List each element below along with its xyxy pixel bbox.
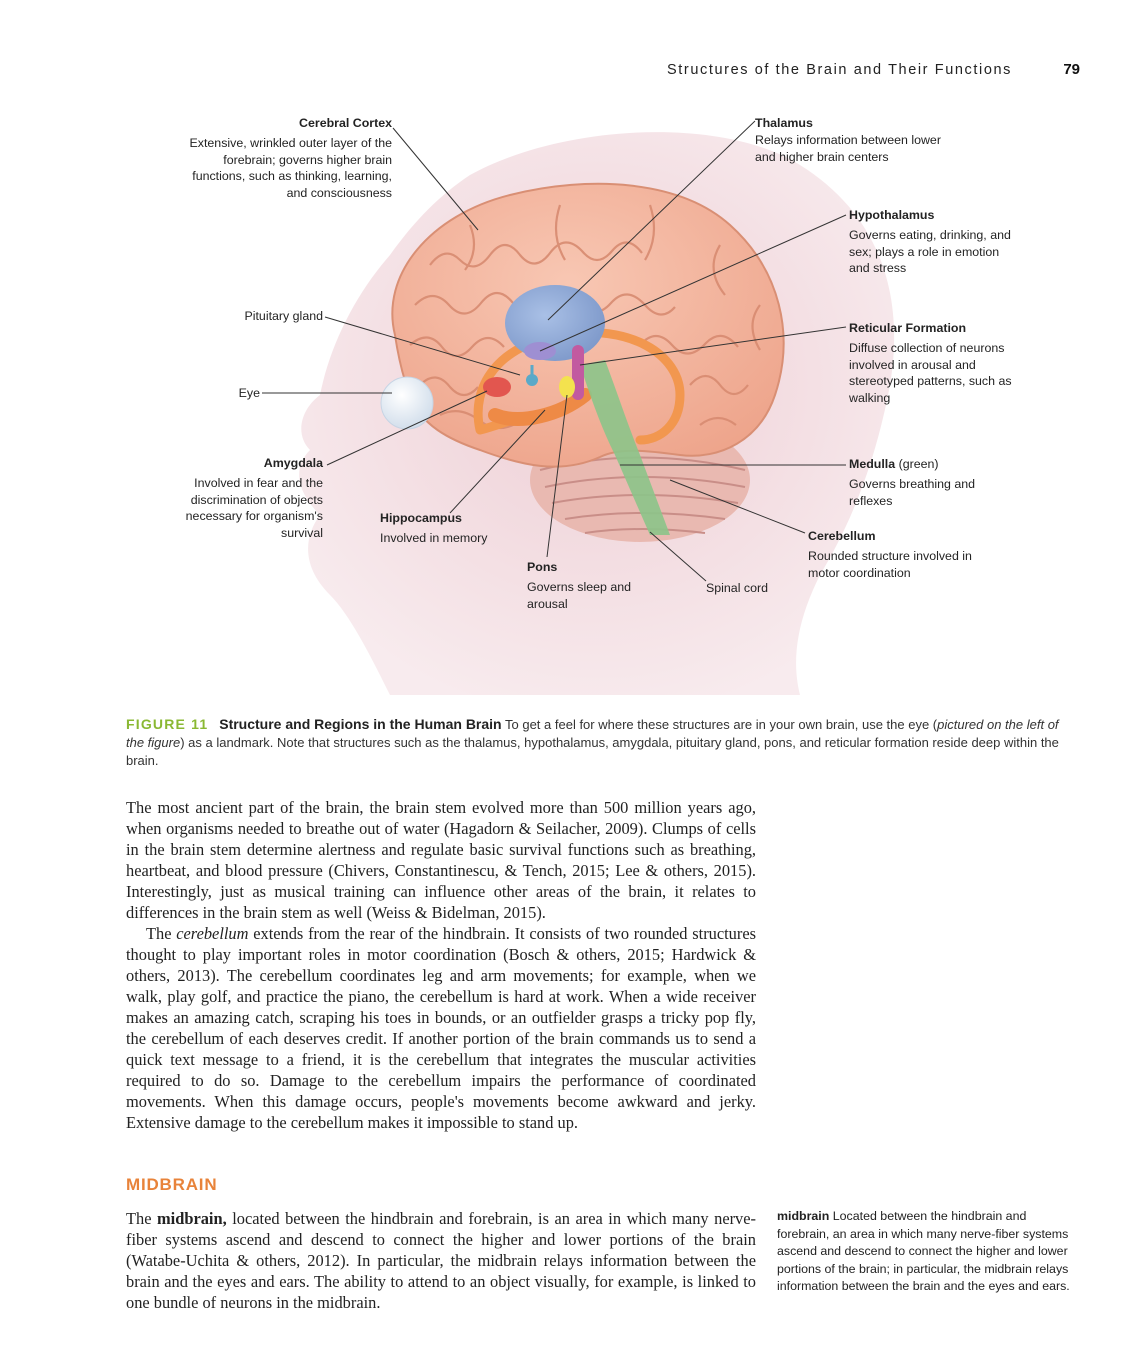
running-head: Structures of the Brain and Their Functi…: [667, 62, 1012, 78]
pons-shape: [559, 376, 575, 398]
label-description: Relays information between lower and hig…: [755, 132, 941, 164]
label-spinal-cord: Spinal cord: [706, 580, 796, 597]
label-pituitary-gland: Pituitary gland: [200, 308, 323, 325]
label-title: Hippocampus: [380, 511, 462, 525]
paragraph-cerebellum: The cerebellum extends from the rear of …: [126, 923, 756, 1133]
glossary-definition: Located between the hindbrain and forebr…: [777, 1209, 1070, 1293]
reticular-formation-shape: [572, 345, 584, 400]
paragraph-start: The: [146, 924, 177, 943]
label-eye: Eye: [200, 385, 260, 402]
label-amygdala: Amygdala Involved in fear and the discri…: [166, 455, 323, 542]
label-description: Diffuse collection of neurons involved i…: [849, 340, 1012, 406]
label-title: Thalamus: [755, 116, 813, 130]
paragraph-brain-stem: The most ancient part of the brain, the …: [126, 798, 756, 922]
label-description: Involved in fear and the discrimination …: [185, 475, 323, 541]
label-title: Reticular Formation: [849, 321, 967, 335]
label-title: Spinal cord: [706, 581, 768, 595]
label-description: Rounded structure involved in motor coor…: [808, 548, 972, 580]
figure-number: FIGURE 11: [126, 716, 209, 732]
body-text-block: The most ancient part of the brain, the …: [126, 797, 756, 1133]
figure-caption: FIGURE 11 Structure and Regions in the H…: [126, 715, 1066, 770]
key-term-cerebellum: cerebellum: [176, 924, 249, 943]
eye-shape: [380, 376, 434, 430]
label-description: Extensive, wrinkled outer layer of the f…: [189, 135, 392, 201]
label-title: Pituitary gland: [244, 309, 323, 323]
label-cerebral-cortex: Cerebral Cortex Extensive, wrinkled oute…: [180, 115, 392, 202]
brain-figure-illustration: [262, 120, 895, 696]
paragraph-midbrain: The midbrain, located between the hindbr…: [126, 1208, 756, 1313]
label-title-text: Medulla: [849, 457, 896, 471]
paragraph-start: The: [126, 1209, 158, 1228]
label-title-note: (green): [898, 457, 939, 471]
label-thalamus: Thalamus Relays information between lowe…: [755, 115, 955, 165]
label-title: Eye: [238, 386, 260, 400]
body-text-midbrain: The midbrain, located between the hindbr…: [126, 1208, 756, 1313]
label-hippocampus: Hippocampus Involved in memory: [380, 510, 520, 547]
label-title: Hypothalamus: [849, 208, 935, 222]
label-pons: Pons Governs sleep and arousal: [527, 559, 657, 612]
label-description: Involved in memory: [380, 530, 488, 545]
glossary-term: midbrain: [777, 1209, 830, 1223]
label-description: Governs sleep and arousal: [527, 579, 632, 611]
label-description: Governs breathing and reflexes: [849, 476, 976, 508]
label-title: Pons: [527, 560, 558, 574]
paragraph-rest: extends from the rear of the hindbrain. …: [126, 924, 756, 1132]
key-term-midbrain: midbrain,: [157, 1209, 227, 1228]
margin-glossary: midbrain Located between the hindbrain a…: [777, 1208, 1077, 1296]
paragraph-rest: located between the hindbrain and forebr…: [126, 1209, 756, 1312]
label-title: Amygdala: [263, 456, 323, 470]
medulla-shape: [580, 360, 670, 535]
pituitary-shape: [526, 374, 538, 386]
thalamus-shape: [505, 285, 605, 361]
amygdala-shape: [483, 377, 511, 397]
label-title: Medulla (green): [849, 456, 1009, 473]
label-title: Cerebellum: [808, 529, 876, 543]
figure-title: Structure and Regions in the Human Brain: [219, 716, 502, 732]
leader-lines: [262, 120, 847, 582]
caption-italic: pictured on the left of the figure: [126, 717, 1059, 750]
page-number: 79: [1063, 61, 1080, 78]
label-hypothalamus: Hypothalamus Governs eating, drinking, a…: [849, 207, 1019, 277]
section-heading: MIDBRAIN: [126, 1175, 218, 1194]
label-title: Cerebral Cortex: [299, 116, 392, 130]
label-medulla: Medulla (green) Governs breathing and re…: [849, 456, 1009, 509]
label-cerebellum: Cerebellum Rounded structure involved in…: [808, 528, 1003, 581]
label-reticular-formation: Reticular Formation Diffuse collection o…: [849, 320, 1034, 407]
caption-text-end: ) as a landmark. Note that structures su…: [126, 735, 1059, 768]
caption-text: To get a feel for where these structures…: [505, 717, 938, 732]
label-description: Governs eating, drinking, and sex; plays…: [849, 227, 1011, 276]
